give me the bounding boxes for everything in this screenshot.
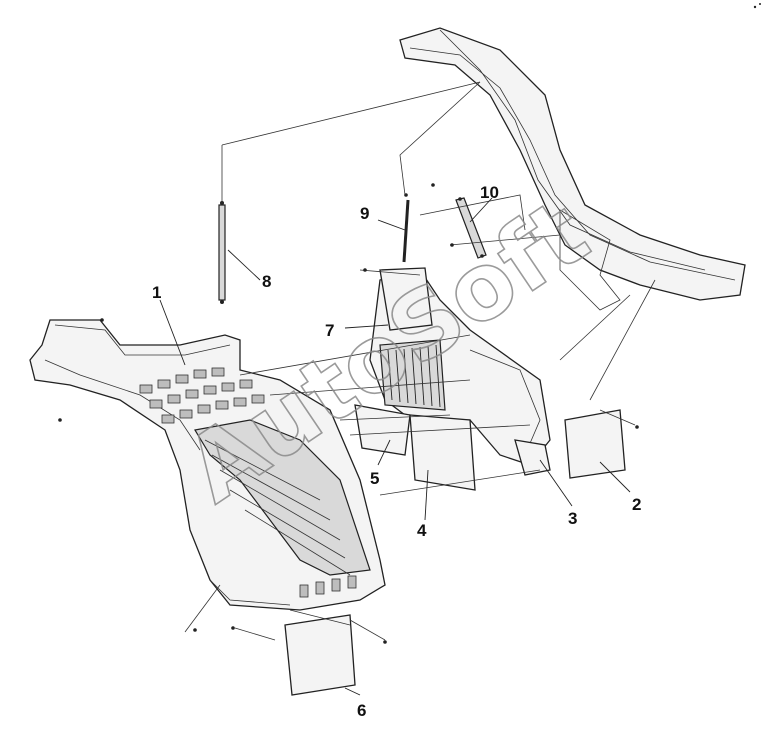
assembly-lines [58, 81, 656, 644]
panel-4 [409, 414, 476, 491]
fender-liner [29, 319, 386, 611]
liner-grid [139, 367, 265, 424]
callout-8: 8 [262, 272, 271, 291]
callout-6: 6 [357, 701, 366, 720]
panel-slats [387, 344, 441, 408]
callout-1: 1 [152, 283, 161, 302]
bracket-3 [514, 439, 551, 476]
rod-9 [402, 183, 435, 263]
liner-bottom-slots [299, 575, 357, 598]
callout-2: 2 [632, 495, 641, 514]
callout-3: 3 [568, 509, 577, 528]
callout-10: 10 [480, 183, 499, 202]
bracket-7 [379, 267, 433, 331]
callout-4: 4 [417, 521, 427, 540]
strut-8 [218, 201, 226, 304]
mud-flap-2 [564, 409, 626, 479]
callout-leaders [159, 197, 631, 696]
liner-slats [204, 439, 351, 576]
callout-9: 9 [360, 204, 369, 223]
callout-7: 7 [325, 321, 334, 340]
bracket-10 [455, 197, 487, 259]
frame-rail [399, 3, 761, 311]
callout-5: 5 [370, 469, 379, 488]
mud-flap-6 [284, 614, 356, 696]
